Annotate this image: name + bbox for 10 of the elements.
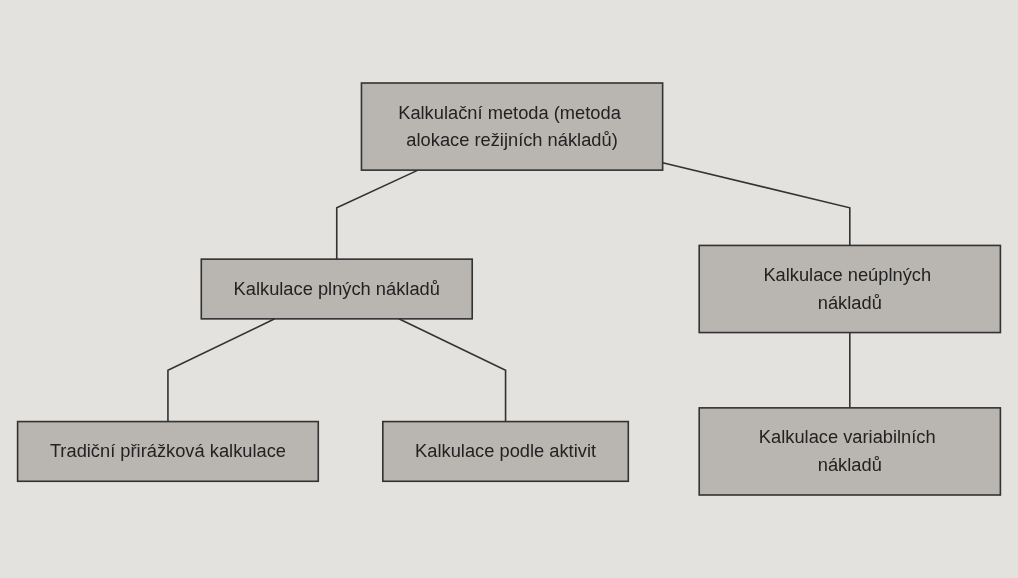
node-box: Kalkulace plných nákladů <box>200 258 473 320</box>
node-box: Tradiční přirážková kalkulace <box>16 420 320 483</box>
connector <box>398 318 507 423</box>
connector <box>167 318 276 423</box>
connector <box>335 169 419 260</box>
node-box: Kalkulace neúplných nákladů <box>698 244 1002 334</box>
node-box: Kalkulace podle aktivit <box>382 420 630 483</box>
node-box: Kalkulace variabilních nákladů <box>698 407 1002 496</box>
connector <box>849 331 851 409</box>
node-box: Kalkulační metoda (metoda alokace režijních nákladů) <box>360 82 664 171</box>
